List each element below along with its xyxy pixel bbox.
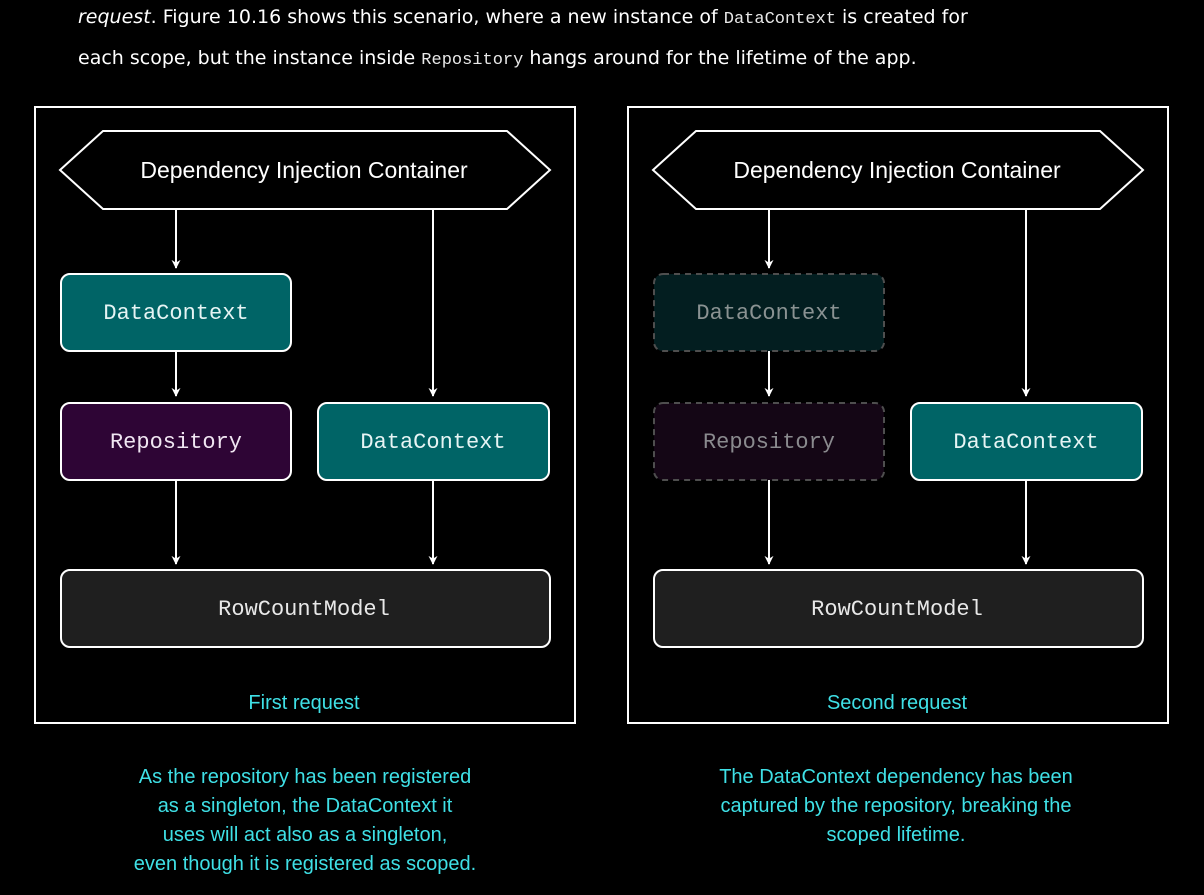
repository-label: Repository <box>703 430 835 455</box>
intro-text: request <box>78 6 151 28</box>
datacontext-node-faded <box>653 273 885 352</box>
datacontext-label: DataContext <box>360 430 505 455</box>
datacontext-label: DataContext <box>953 430 1098 455</box>
datacontext-label: DataContext <box>103 301 248 326</box>
request-label: Second request <box>827 692 968 714</box>
inline-code: Repository <box>421 51 524 70</box>
second-request-panel: Dependency Injection Container DataConte… <box>627 106 1169 724</box>
intro-line-1: request. Figure 10.16 shows this scenari… <box>78 0 1188 39</box>
rowcountmodel-label: RowCountModel <box>218 597 390 622</box>
second-panel-caption: The DataContext dependency has been capt… <box>719 766 1073 846</box>
di-container-shape <box>58 130 552 210</box>
rowcountmodel-node <box>60 569 551 648</box>
first-request-panel: Dependency Injection Container DataConte… <box>34 106 576 724</box>
intro-text: is created for <box>835 6 968 28</box>
panel-frame <box>34 106 576 724</box>
panel-frame <box>627 106 1169 724</box>
repository-node-faded <box>653 402 885 481</box>
intro-line-2: each scope, but the instance inside Repo… <box>78 39 1188 80</box>
rowcountmodel-node <box>653 569 1144 648</box>
intro-text: hangs around for the lifetime of the app… <box>523 47 917 69</box>
intro-text: . Figure 10.16 shows this scenario, wher… <box>150 6 724 28</box>
di-container-label: Dependency Injection Container <box>140 157 468 183</box>
datacontext-label: DataContext <box>696 301 841 326</box>
di-container-shape <box>651 130 1145 210</box>
repository-label: Repository <box>110 430 242 455</box>
di-container-label: Dependency Injection Container <box>733 157 1061 183</box>
intro-text: each scope, but the instance inside <box>78 47 422 69</box>
request-label: First request <box>248 692 360 714</box>
rowcountmodel-label: RowCountModel <box>811 597 983 622</box>
intro-paragraph: request. Figure 10.16 shows this scenari… <box>78 0 1188 80</box>
first-panel-caption: As the repository has been registered as… <box>133 766 477 875</box>
inline-code: DataContext <box>723 10 836 29</box>
